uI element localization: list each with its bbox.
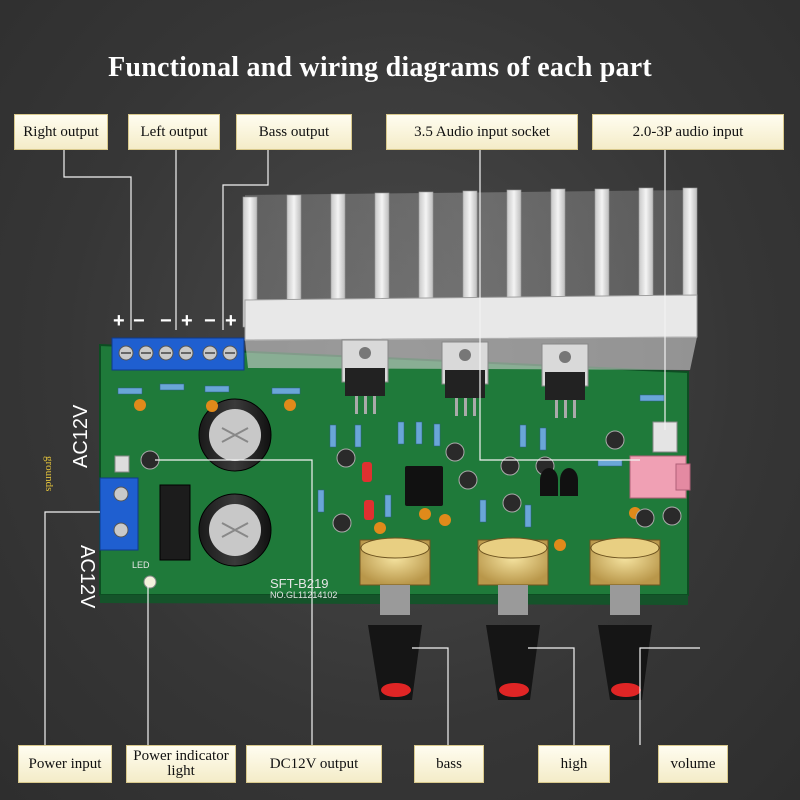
potentiometer-volume (589, 537, 661, 700)
potentiometer-bass (359, 537, 431, 700)
board-name-text: SFT-B219 (270, 576, 329, 591)
board-number-text: NO.GL11214102 (270, 590, 337, 600)
ac12v-bottom-label: AC12V (76, 545, 98, 609)
callout-dc12v-output: DC12V output (246, 745, 382, 783)
polarity-mark: + (225, 310, 237, 332)
polarity-mark: − (204, 310, 216, 332)
callout-bass: bass (414, 745, 484, 783)
polarity-mark: − (133, 310, 145, 332)
terminal-polarity: + − − + − + (113, 310, 237, 332)
filter-capacitors (198, 398, 272, 567)
grounds-label: grounds (43, 456, 55, 492)
bass-knob (368, 625, 422, 700)
diagram-title: Functional and wiring diagrams of each p… (108, 52, 652, 83)
led-text: LED (132, 560, 150, 570)
callout-audio-socket: 3.5 Audio input socket (386, 114, 578, 150)
power-terminal (99, 477, 139, 551)
callout-power-input: Power input (18, 745, 112, 783)
callout-left-output: Left output (128, 114, 220, 150)
audio-jack (629, 455, 691, 499)
callout-audio-input-3p: 2.0-3P audio input (592, 114, 784, 150)
callout-power-indicator: Power indicator light (126, 745, 236, 783)
ac12v-top-label: AC12V (70, 404, 92, 468)
callout-right-output: Right output (14, 114, 108, 150)
callout-bass-output: Bass output (236, 114, 352, 150)
power-transistors (341, 339, 589, 418)
output-terminal-block (111, 337, 245, 371)
volume-knob (598, 625, 652, 700)
callout-volume: volume (658, 745, 728, 783)
potentiometer-high (477, 537, 549, 700)
callout-high: high (538, 745, 610, 783)
rectifier (159, 484, 191, 561)
led-indicator (143, 575, 157, 589)
callout-leader-lines (44, 150, 700, 745)
high-knob (486, 625, 540, 700)
polarity-mark: − (160, 310, 172, 332)
polarity-mark: + (181, 310, 193, 332)
small-components (114, 383, 682, 589)
polarity-mark: + (113, 310, 125, 332)
